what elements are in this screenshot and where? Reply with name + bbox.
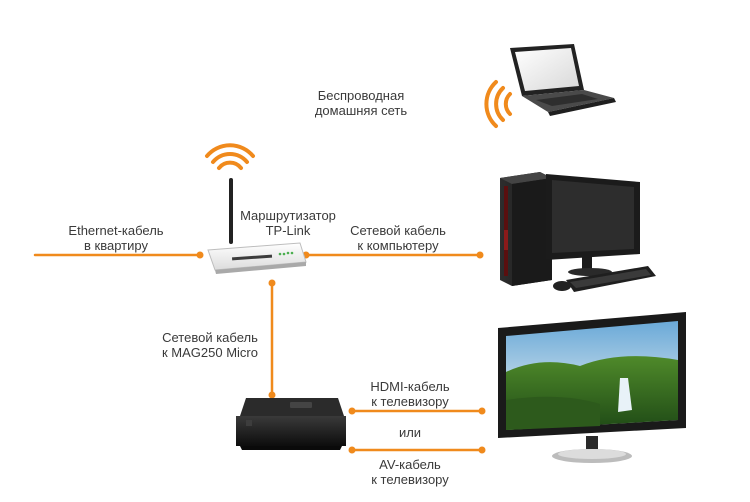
hdmi-label-line1: HDMI-кабель [370, 379, 450, 394]
router-label: Маршрутизатор TP-Link [232, 208, 344, 238]
hdmi-box-dot [348, 407, 356, 415]
wifi-signal-icon [484, 80, 512, 128]
wifi-signal-icon [205, 143, 255, 170]
laptop-icon [510, 44, 616, 116]
ethernet-in-label-line2: в квартиру [84, 238, 148, 253]
av-box-dot [348, 446, 356, 454]
wireless-network-label-line1: Беспроводная [317, 88, 405, 103]
hdmi-label-line2: к телевизору [371, 394, 449, 409]
av-label-line1: AV-кабель [379, 457, 441, 472]
router-icon [207, 178, 307, 274]
av-label-line2: к телевизору [371, 472, 449, 487]
lan-mag-label: Сетевой кабель к MAG250 Micro [150, 330, 270, 360]
router-label-line1: Маршрутизатор [240, 208, 336, 223]
lan-mag-label-line1: Сетевой кабель [162, 330, 258, 345]
ethernet-in-label: Ethernet-кабель в квартиру [56, 223, 176, 253]
computer-port-dot [476, 251, 484, 259]
router-left-port-dot [196, 251, 204, 259]
lan-computer-label: Сетевой кабель к компьютеру [338, 223, 458, 253]
tv-monitor-icon [498, 312, 686, 463]
hdmi-label: HDMI-кабель к телевизору [360, 379, 460, 409]
lan-mag-label-line2: к MAG250 Micro [162, 345, 258, 360]
av-tv-dot [478, 446, 486, 454]
wireless-network-label-line2: домашняя сеть [314, 103, 408, 118]
av-label: AV-кабель к телевизору [360, 457, 460, 487]
lan-computer-label-line1: Сетевой кабель [350, 223, 446, 238]
set-top-box-icon [236, 398, 346, 450]
hdmi-tv-dot [478, 407, 486, 415]
connector-lines [33, 253, 484, 452]
router-label-line2: TP-Link [265, 223, 311, 238]
or-label: или [398, 425, 422, 440]
lan-computer-label-line2: к компьютеру [357, 238, 439, 253]
ethernet-in-label-line1: Ethernet-кабель [68, 223, 164, 238]
mag-port-dot [268, 391, 276, 399]
desktop-computer-icon [500, 172, 656, 292]
connector-dots [196, 251, 486, 454]
wireless-network-label: Беспроводная домашняя сеть [296, 88, 426, 118]
router-bottom-port-dot [268, 279, 276, 287]
